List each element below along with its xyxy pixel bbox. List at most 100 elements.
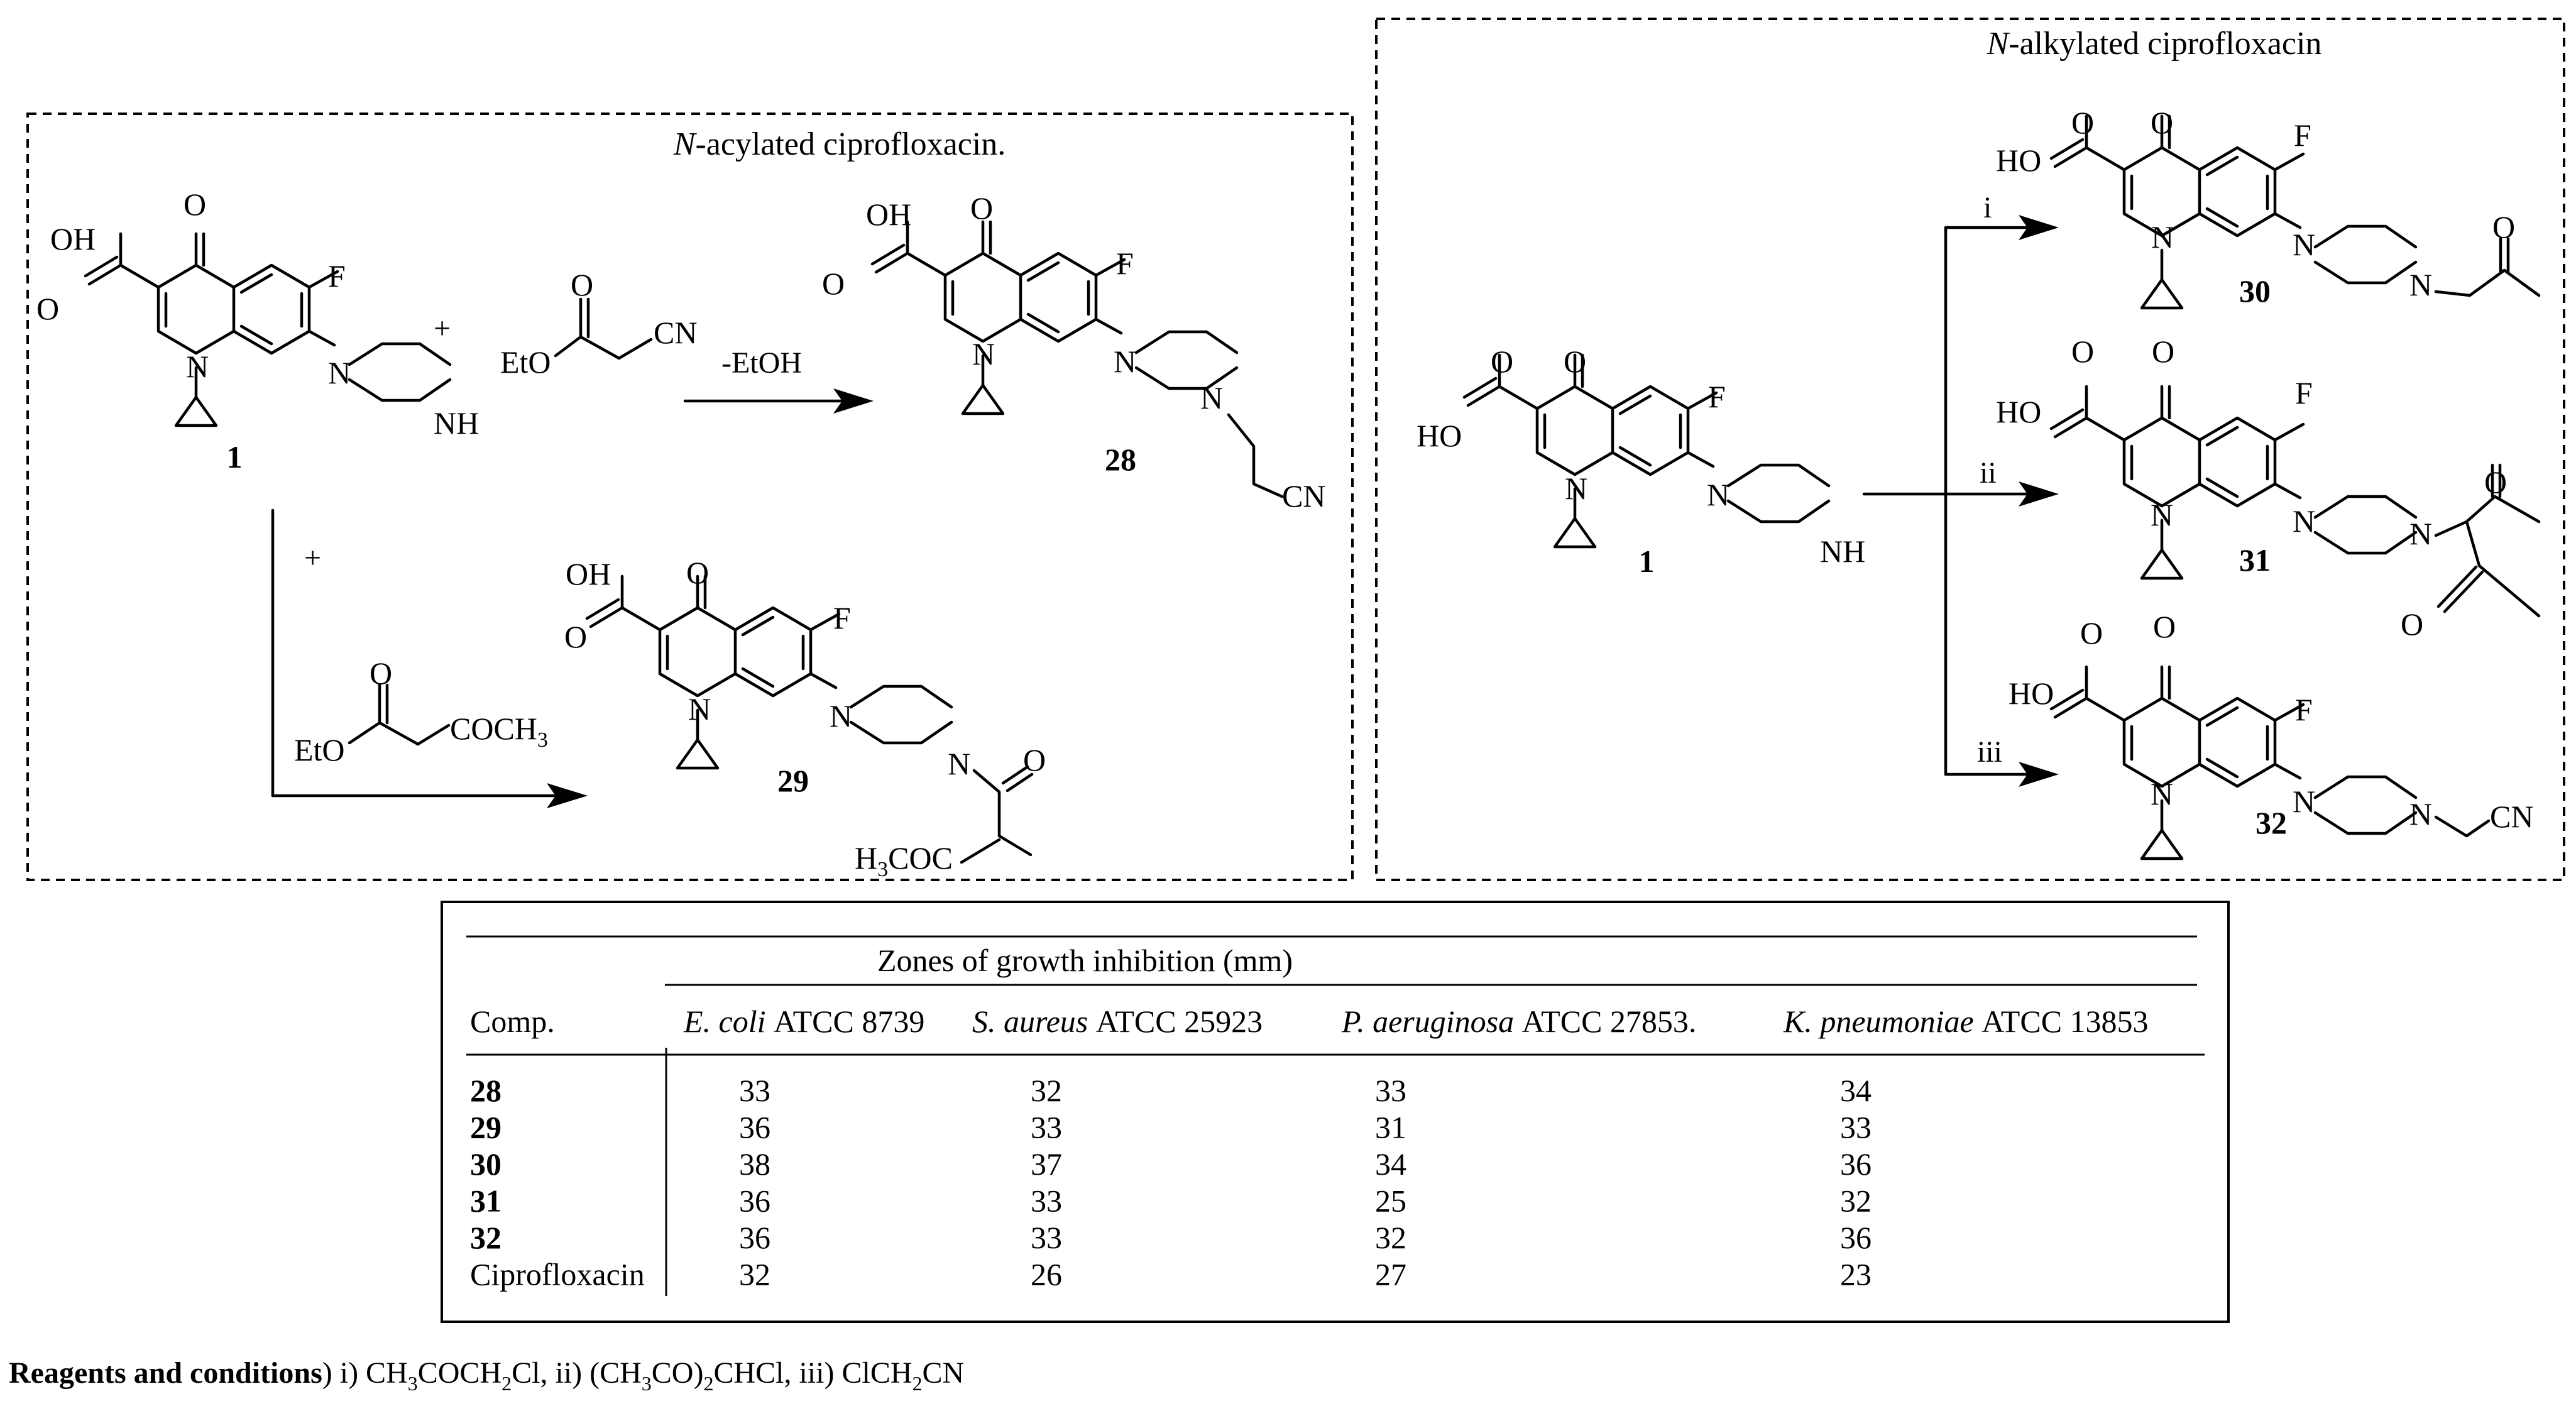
n-label: N	[2293, 503, 2315, 539]
table-header-row: E. coli ATCC 8739 S. aureus ATCC 25923 P. …	[683, 1004, 2149, 1039]
compound-1-alkyl-structure: HO O O F N N NH 1	[1417, 344, 1865, 579]
alkylated-title: N-alkylated ciprofloxacin	[1987, 26, 2322, 62]
cn-label: CN	[654, 315, 697, 350]
table-cell: 33	[1840, 1110, 1872, 1145]
o-label: O	[2152, 334, 2174, 369]
compound-label-30: 30	[2239, 273, 2271, 309]
n-label: N	[1200, 380, 1223, 415]
table-cell: 37	[1031, 1146, 1062, 1182]
ethyl-acetoacetate-structure: EtO O COCH3	[294, 656, 548, 767]
o-label: O	[822, 266, 845, 301]
table-cell: 36	[739, 1184, 770, 1219]
o-label: O	[184, 187, 206, 222]
n-label: N	[2151, 497, 2173, 532]
nh-label: NH	[1820, 534, 1865, 569]
results-table-frame	[441, 901, 2230, 1323]
table-cell: 33	[1031, 1184, 1062, 1219]
o-label: O	[1564, 344, 1586, 379]
n-label: N	[328, 355, 351, 390]
o-label: O	[686, 555, 709, 590]
row-compound: 28	[470, 1073, 501, 1108]
o-label: O	[1491, 344, 1513, 379]
ho-label: HO	[1996, 143, 2041, 178]
h3coc-label: H3COC	[855, 840, 953, 881]
n-label: N	[1565, 471, 1587, 506]
f-label: F	[1116, 246, 1134, 281]
compound-1-structure: OH O O F N N NH 1	[36, 187, 479, 475]
table-cell: 36	[1840, 1146, 1872, 1182]
ho-label: HO	[1417, 418, 1462, 453]
column-header: P. aeruginosa ATCC 27853.	[1341, 1004, 1696, 1039]
table-cell: 23	[1840, 1257, 1872, 1292]
o-label: O	[2401, 607, 2423, 642]
table-cell: 36	[739, 1220, 770, 1255]
o-label: O	[2484, 464, 2507, 500]
compound-28-structure: OH O O F N N N CN 28	[822, 190, 1325, 514]
table-cell: 33	[1375, 1073, 1406, 1108]
minus-etoh-label: -EtOH	[721, 346, 802, 380]
n-label: N	[830, 698, 852, 733]
ho-label: HO	[1996, 394, 2041, 429]
n-label: N	[688, 691, 711, 727]
n-label: N	[2151, 219, 2174, 255]
footnote-bold: Reagents and conditions	[9, 1356, 322, 1390]
table-cell: 33	[739, 1073, 770, 1108]
alkylated-panel-frame	[1375, 18, 2565, 881]
n-label: N	[2409, 796, 2432, 832]
footnote: Reagents and conditions) i) CH3COCH2Cl, …	[9, 1356, 964, 1395]
column-header: S. aureus ATCC 25923	[972, 1004, 1263, 1039]
n-label: N	[2293, 227, 2315, 262]
o-label: O	[2080, 615, 2103, 651]
plus-sign: +	[434, 312, 451, 345]
coch3-label: COCH3	[450, 711, 548, 752]
compound-label-1: 1	[227, 439, 243, 475]
cn-label: CN	[2490, 799, 2533, 834]
table-cell: 34	[1375, 1146, 1406, 1182]
o-label: O	[2492, 209, 2515, 244]
table-cell: 31	[1375, 1110, 1406, 1145]
n-label: N	[1707, 477, 1729, 512]
o-label: O	[1023, 742, 1046, 777]
column-header: K. pneumoniae ATCC 13853	[1783, 1004, 2149, 1039]
o-label: O	[564, 619, 587, 654]
n-label: N	[948, 746, 970, 781]
f-label: F	[2295, 692, 2313, 727]
table-cell: 26	[1031, 1257, 1062, 1292]
cn-label: CN	[1282, 478, 1325, 514]
step-iii-label: iii	[1977, 735, 2002, 769]
acylated-panel-frame	[26, 113, 1354, 881]
compound-label-29: 29	[777, 763, 809, 798]
column-header: E. coli ATCC 8739	[683, 1004, 924, 1039]
table-cell: 36	[739, 1110, 770, 1145]
table-cell: 33	[1031, 1110, 1062, 1145]
table-cell: 32	[1375, 1220, 1406, 1255]
table-cell: 27	[1375, 1257, 1406, 1292]
oh-label: OH	[566, 556, 611, 591]
compound-31-structure: HO O O F N N N O O 31	[1996, 334, 2541, 642]
f-label: F	[328, 258, 346, 294]
ethyl-cyanoacetate-structure: EtO O CN	[500, 267, 697, 380]
n-label: N	[1114, 344, 1136, 379]
row-compound: 31	[470, 1184, 501, 1219]
acylated-title: N-acylated ciprofloxacin.	[673, 126, 1006, 162]
compound-label-31: 31	[2239, 542, 2271, 578]
eto-label: EtO	[294, 732, 345, 767]
n-label: N	[2409, 267, 2432, 302]
n-label: N	[972, 336, 995, 371]
step-ii-label: ii	[1980, 456, 1997, 490]
compound-29-structure: OH O O F N N N O H3COC 29	[564, 555, 1046, 881]
o-label: O	[571, 267, 593, 302]
row-compound: 32	[470, 1220, 501, 1255]
n-label: N	[2293, 784, 2315, 819]
table-cell: 36	[1840, 1220, 1872, 1255]
f-label: F	[2295, 375, 2313, 410]
compound-label-1: 1	[1639, 544, 1655, 579]
plus-sign: +	[304, 541, 321, 574]
